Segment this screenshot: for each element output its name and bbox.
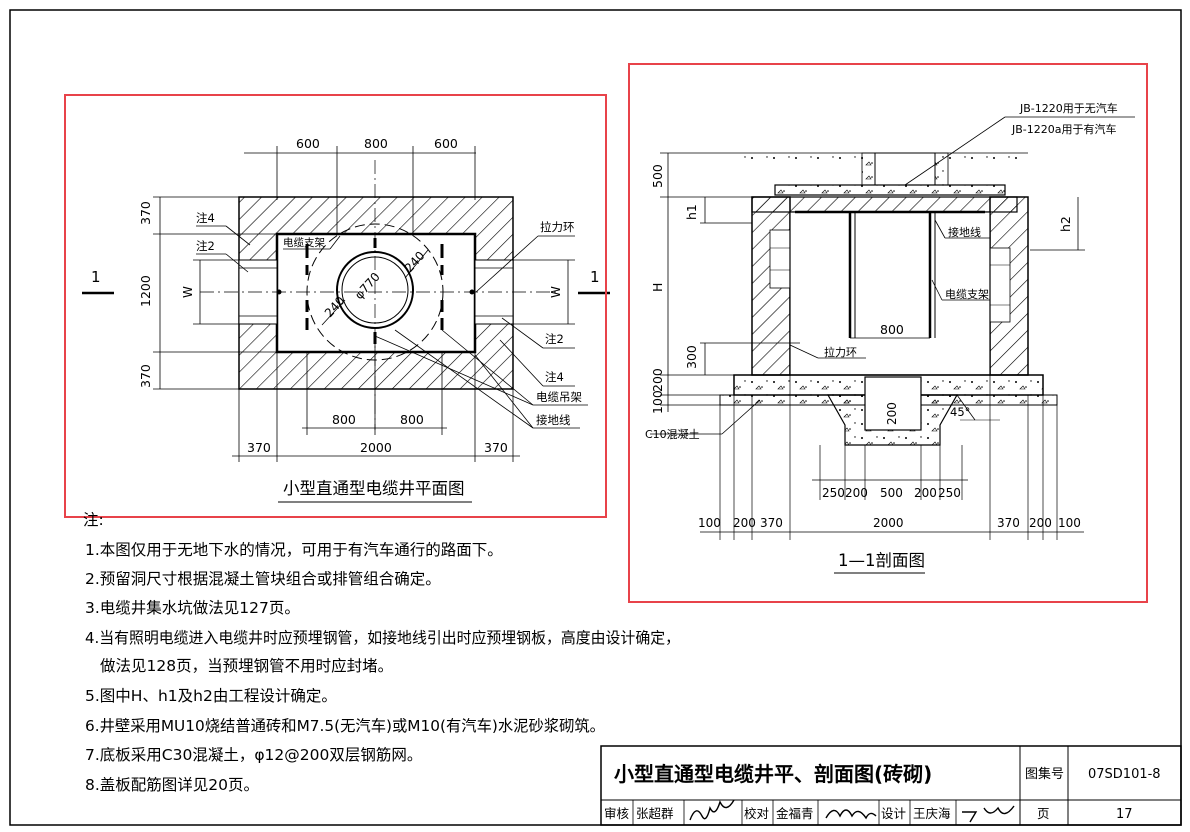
section-callout-ground: 接地线 (948, 225, 981, 239)
section-dim-100: 100 (650, 390, 665, 414)
section-cover-line1: JB-1220用于无汽车 (1019, 101, 1118, 115)
plan-dim-bottom-2: 2000 (360, 440, 392, 455)
tb-page-label: 页 (1037, 806, 1050, 821)
section-dim-800: 800 (880, 322, 904, 337)
note-2: 2.预留洞尺寸根据混凝土管块组合或排管组合确定。 (85, 570, 441, 588)
section-cover-line2: JB-1220a用于有汽车 (1011, 122, 1117, 136)
plan-dim-bottom-inner-2: 800 (400, 412, 424, 427)
section-dim-H: H (650, 283, 665, 292)
plan-callout-note4b: 注4 (545, 370, 564, 384)
section-dim-200: 200 (650, 368, 665, 392)
notes: 注: 1.本图仅用于无地下水的情况，可用于有汽车通行的路面下。 2.预留洞尺寸根… (83, 511, 680, 794)
tb-design-label: 设计 (881, 806, 906, 821)
title-block: 小型直通型电缆井平、剖面图(砖砌) 图集号 07SD101-8 审核 张超群 校… (600, 745, 1182, 826)
section-row2-370a: 370 (760, 516, 783, 530)
plan-dim-top-1: 600 (296, 136, 320, 151)
tb-page-no: 17 (1116, 807, 1133, 822)
section-caption: 1—1剖面图 (838, 551, 925, 570)
tb-reviewer: 张超群 (636, 806, 674, 821)
plan-view: 240 240 φ770 600 800 600 370 1200 370 W (82, 136, 610, 503)
note-6: 6.井壁采用MU10烧结普通砖和M7.5(无汽车)或M10(有汽车)水泥砂浆砌筑… (85, 717, 605, 735)
plan-dim-top-2: 800 (364, 136, 388, 151)
tb-check-label: 校对 (744, 806, 769, 821)
plan-dim-top-3: 600 (434, 136, 458, 151)
section-h2: h2 (1058, 216, 1073, 232)
section-h1: h1 (684, 204, 699, 220)
section-neck (874, 152, 936, 186)
section-row2-100a: 100 (698, 516, 721, 530)
plan-dim-left-1: 370 (138, 201, 153, 225)
tb-atlas-label: 图集号 (1025, 766, 1064, 782)
plan-callout-hanger: 电缆吊架 (536, 390, 582, 404)
section-row1-250b: 250 (938, 486, 961, 500)
section-row2-200a: 200 (733, 516, 756, 530)
plan-highlight-box (64, 94, 607, 518)
note-7: 7.底板采用C30混凝土，φ12@200双层钢筋网。 (85, 746, 422, 764)
section-callout-pull-ring: 拉力环 (824, 345, 857, 359)
section-angle: 45° (950, 405, 970, 419)
plan-callout-pull-ring: 拉力环 (540, 220, 575, 234)
note-8: 8.盖板配筋图详见20页。 (85, 776, 259, 794)
tb-signature-reviewer (689, 799, 735, 821)
section-callout-c10: C10混凝土 (645, 427, 700, 441)
section-row2-2000: 2000 (873, 516, 904, 530)
plan-dim-bottom-1: 370 (247, 440, 271, 455)
section-row1-500: 500 (880, 486, 903, 500)
plan-dim-left-2: 1200 (138, 275, 153, 307)
section-row2-370b: 370 (997, 516, 1020, 530)
plan-w-right: W (549, 286, 563, 298)
tb-signature-designer (962, 805, 1015, 823)
note-4-cont: 做法见128页，当预埋钢管不用时应封堵。 (100, 656, 393, 675)
tb-signature-checker (825, 809, 877, 820)
tb-review-label: 审核 (604, 806, 630, 821)
note-1: 1.本图仅用于无地下水的情况，可用于有汽车通行的路面下。 (85, 541, 503, 559)
section-row2-100b: 100 (1058, 516, 1081, 530)
plan-callout-note2b: 注2 (545, 332, 564, 346)
plan-dim-bottom-3: 370 (484, 440, 508, 455)
section-dim-500: 500 (650, 164, 665, 188)
plan-callout-note2a: 注2 (196, 239, 215, 253)
note-4: 4.当有照明电缆进入电缆井时应预埋钢管，如接地线引出时应预埋钢板，高度由设计确定… (85, 628, 680, 647)
note-5: 5.图中H、h1及h2由工程设计确定。 (85, 687, 337, 705)
sheet-border (9, 9, 1182, 826)
plan-dim-bottom-inner-1: 800 (332, 412, 356, 427)
tb-title: 小型直通型电缆井平、剖面图(砖砌) (614, 762, 932, 786)
plan-callout-ground: 接地线 (536, 413, 571, 427)
tb-atlas-no: 07SD101-8 (1088, 767, 1161, 782)
section-dim-pit: 200 (885, 402, 899, 425)
section-row1-200a: 200 (845, 486, 868, 500)
plan-w-left: W (181, 286, 195, 298)
section-cover-slab (774, 184, 1006, 196)
section-view: 45° JB-1220用于无汽车 JB-1220a用于有汽车 500 H 300… (645, 101, 1135, 574)
section-highlight-box (628, 63, 1148, 603)
plan-section-mark-left: 1 (91, 268, 101, 286)
tb-checker: 金福青 (776, 806, 814, 821)
section-dim-300: 300 (684, 345, 699, 369)
section-row2-200b: 200 (1029, 516, 1052, 530)
section-callout-bracket: 电缆支架 (945, 288, 989, 301)
notes-heading: 注: (83, 511, 104, 529)
plan-section-mark-right: 1 (590, 268, 600, 286)
plan-dim-left-3: 370 (138, 364, 153, 388)
tb-designer: 王庆海 (913, 806, 951, 821)
plan-callout-note4a: 注4 (196, 211, 215, 225)
section-row1-200b: 200 (914, 486, 937, 500)
plan-callout-bracket: 电缆支架 (283, 236, 325, 249)
note-3: 3.电缆井集水坑做法见127页。 (85, 599, 300, 617)
section-row1-250a: 250 (822, 486, 845, 500)
plan-caption: 小型直通型电缆井平面图 (283, 479, 465, 498)
